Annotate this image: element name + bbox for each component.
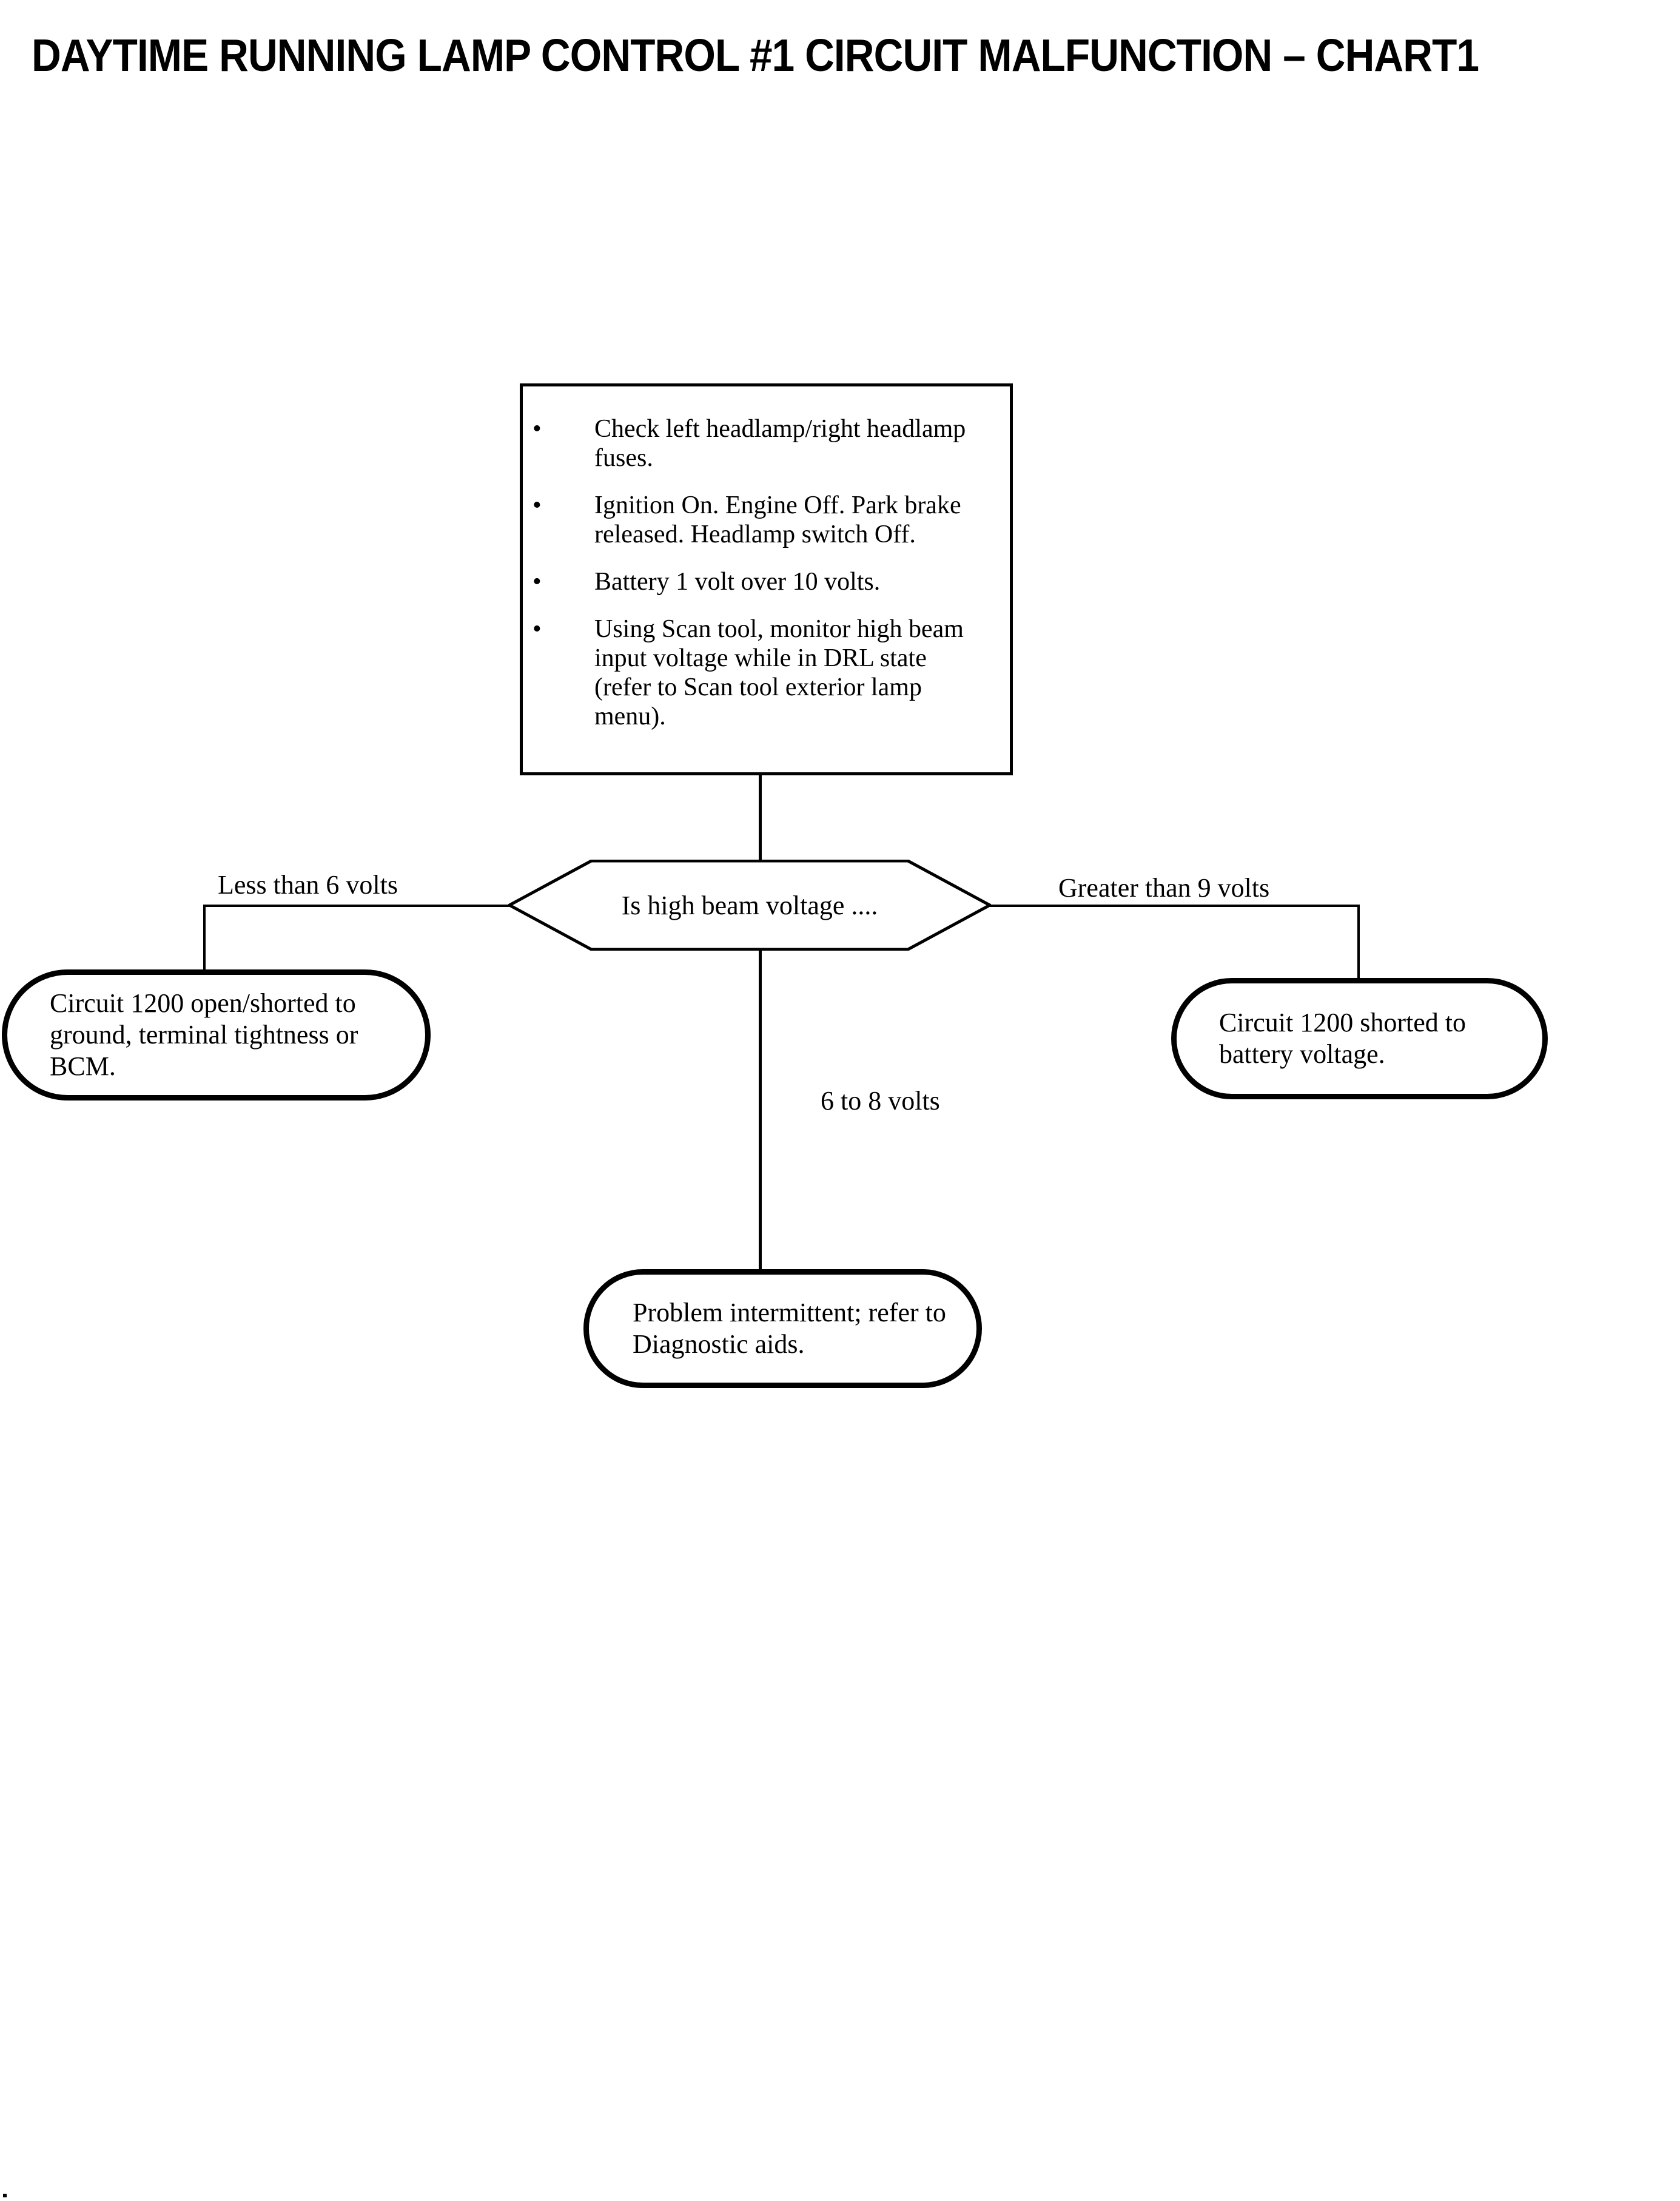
connector-right-vertical (1357, 905, 1360, 978)
outcome-text: Circuit 1200 open/shorted to ground, ter… (50, 988, 358, 1081)
decision-hexagon: Is high beam voltage .... (508, 860, 991, 951)
setup-bullet-item: Check left headlamp/right headlamp fuses… (523, 414, 973, 473)
setup-bullet-list: Check left headlamp/right headlamp fuses… (523, 386, 1010, 731)
connector-left-horizontal (203, 905, 509, 907)
outcome-text: Problem intermittent; refer to Diagnosti… (633, 1298, 946, 1359)
decision-question: Is high beam voltage .... (621, 890, 878, 920)
connector-right-horizontal (990, 905, 1360, 907)
condition-label-6-to-8v: 6 to 8 volts (821, 1086, 940, 1116)
outcome-pill-circuit-open-shorted-ground: Circuit 1200 open/shorted to ground, ter… (2, 969, 431, 1100)
outcome-pill-circuit-shorted-battery: Circuit 1200 shorted to battery voltage. (1171, 978, 1548, 1099)
outcome-text: Circuit 1200 shorted to battery voltage. (1219, 1008, 1466, 1069)
page-title: DAYTIME RUNNING LAMP CONTROL #1 CIRCUIT … (32, 30, 1479, 81)
setup-conditions-box: Check left headlamp/right headlamp fuses… (520, 383, 1013, 775)
connector-middle-vertical (759, 949, 762, 1269)
condition-label-greater-than-9v: Greater than 9 volts (1058, 873, 1270, 903)
condition-label-less-than-6v: Less than 6 volts (218, 870, 398, 900)
setup-bullet-item: Battery 1 volt over 10 volts. (523, 567, 973, 596)
connector-box-to-decision (759, 775, 762, 861)
outcome-pill-problem-intermittent: Problem intermittent; refer to Diagnosti… (583, 1269, 982, 1388)
page-corner-artifact-dot (3, 2194, 7, 2197)
setup-bullet-item: Ignition On. Engine Off. Park brake rele… (523, 491, 973, 549)
connector-left-vertical (203, 905, 206, 971)
setup-bullet-item: Using Scan tool, monitor high beam input… (523, 615, 973, 731)
